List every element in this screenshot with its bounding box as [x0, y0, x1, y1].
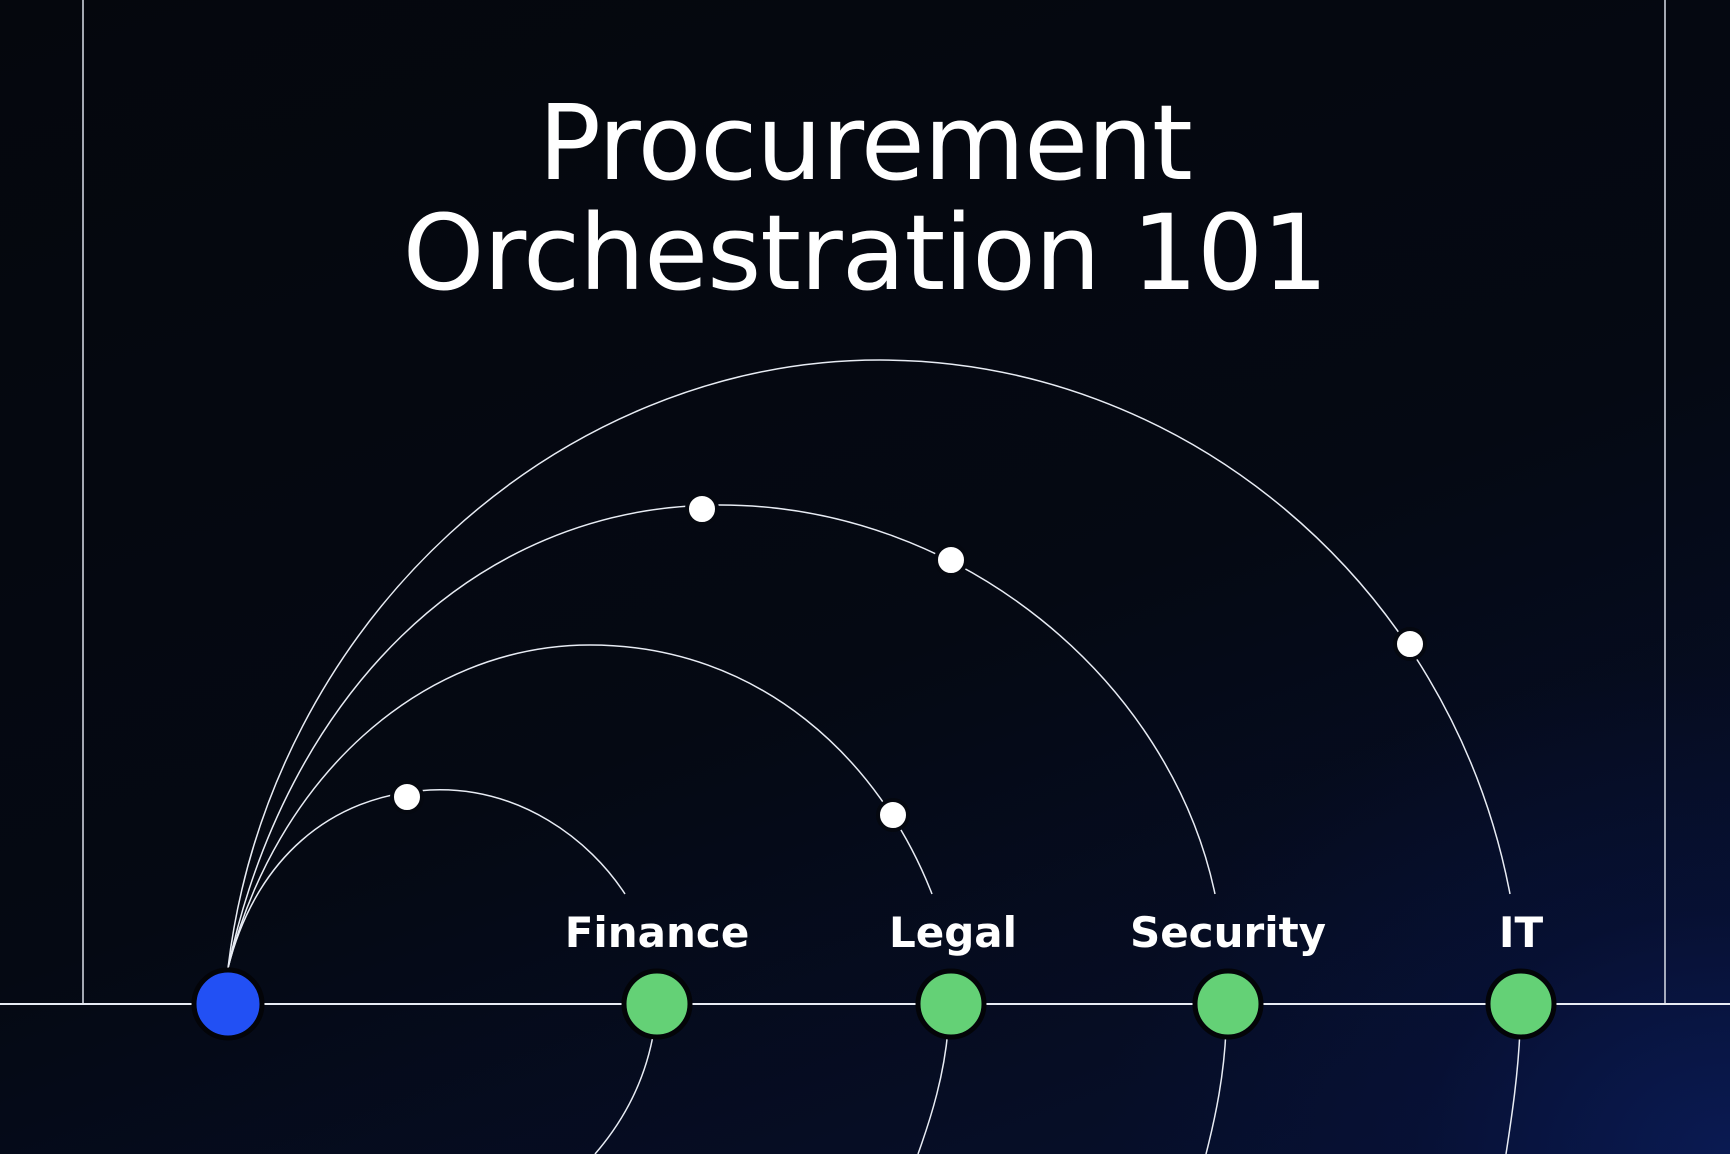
arc-finance [227, 789, 626, 969]
lower-curve-finance [594, 1029, 655, 1154]
page-title: Procurement Orchestration 101 [0, 88, 1730, 308]
lower-curve-security [1205, 1029, 1227, 1154]
waypoint-legal [876, 798, 910, 832]
lower-curve-legal [917, 1029, 949, 1154]
lower-curve-it [1505, 1029, 1521, 1154]
arc-it [227, 359, 1511, 969]
arc-security [227, 504, 1216, 969]
title-line-2: Orchestration 101 [402, 192, 1329, 314]
waypoint-security-1 [685, 492, 719, 526]
title-line-1: Procurement [538, 82, 1193, 204]
label-legal: Legal [888, 908, 1018, 957]
arc-legal [227, 644, 933, 969]
label-it: IT [1498, 908, 1544, 957]
waypoint-it [1393, 627, 1427, 661]
node-finance [621, 968, 693, 1040]
waypoint-security-2 [934, 543, 968, 577]
node-security [1192, 968, 1264, 1040]
origin-node [191, 967, 265, 1041]
node-it [1485, 968, 1557, 1040]
label-finance: Finance [564, 908, 750, 957]
waypoint-finance [390, 780, 424, 814]
label-security: Security [1129, 908, 1327, 957]
node-legal [915, 968, 987, 1040]
